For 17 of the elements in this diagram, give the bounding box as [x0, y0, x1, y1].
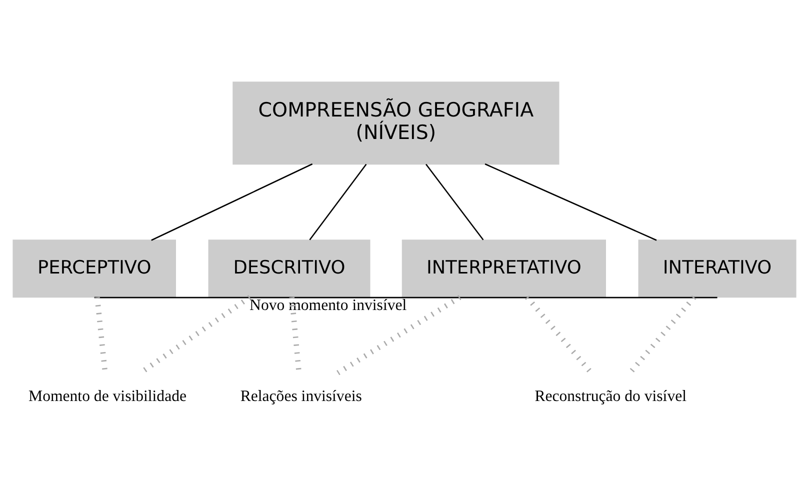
node-text: Relações invisíveis — [240, 388, 362, 406]
connector — [628, 296, 696, 375]
connector — [151, 163, 313, 241]
node-box: INTERATIVO — [638, 240, 796, 298]
connector — [309, 164, 367, 240]
node-text: Reconstrução do visível — [534, 388, 687, 406]
edge-label: Novo momento invisível — [250, 297, 407, 314]
node-box: PERCEPTIVO — [12, 240, 176, 298]
connector — [525, 296, 594, 375]
connector — [484, 163, 657, 241]
connector — [426, 164, 484, 240]
connector — [94, 296, 718, 298]
node-text: Momento de visibilidade — [28, 388, 186, 406]
node-box: DESCRITIVO — [208, 240, 370, 298]
node-box: INTERPRETATIVO — [402, 240, 606, 298]
node-box: COMPREENSÃO GEOGRAFIA (NÍVEIS) — [232, 82, 560, 165]
connector — [336, 294, 462, 376]
